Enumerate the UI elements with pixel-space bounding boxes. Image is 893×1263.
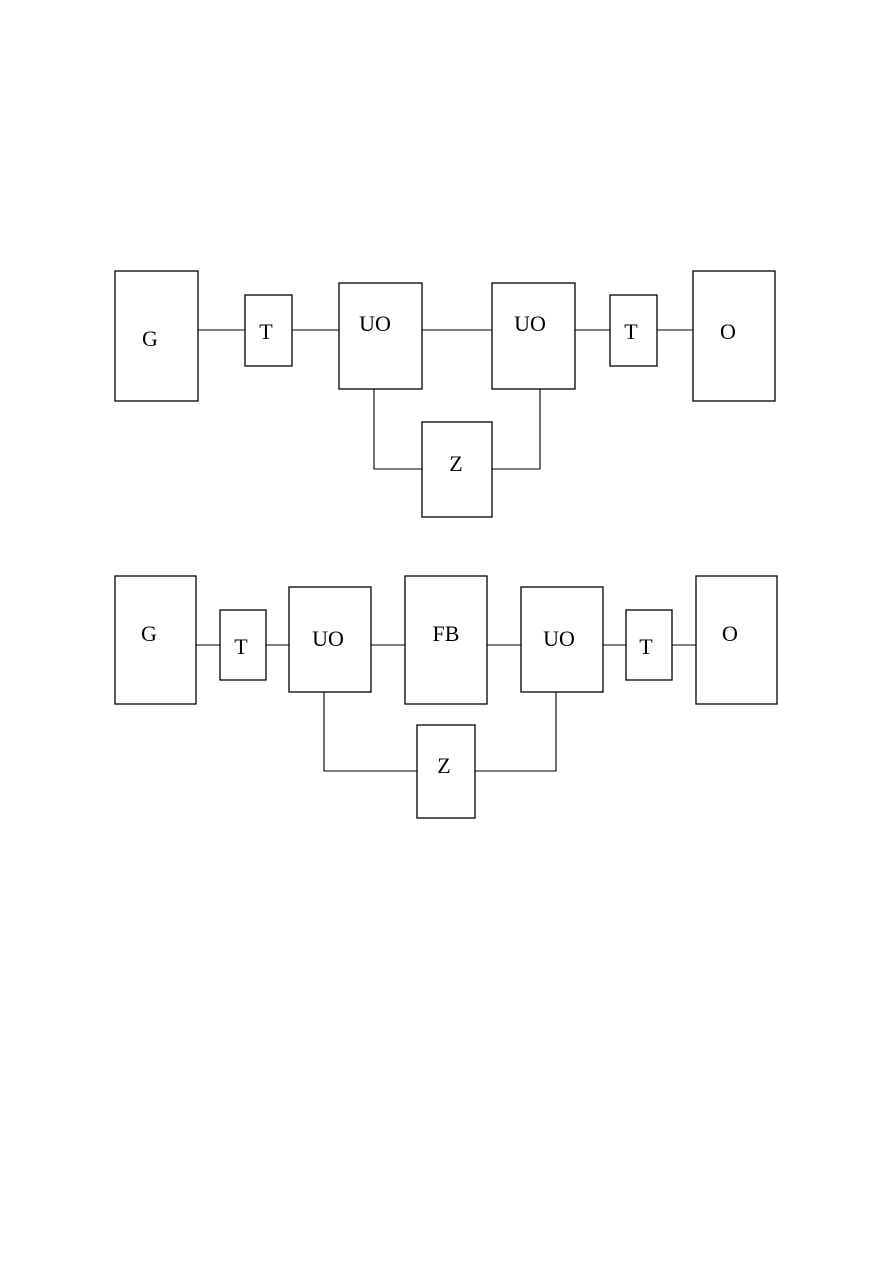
- wire-uo-z-right: [492, 386, 541, 470]
- wire-uo-z-right: [475, 689, 557, 772]
- diagram-1: G T UO UO T O Z: [114, 270, 776, 518]
- block-z: Z: [421, 421, 493, 518]
- block-t-left: T: [244, 294, 293, 367]
- block-g-label: G: [141, 621, 157, 646]
- block-t-right-label: T: [639, 634, 653, 659]
- block-o: O: [692, 270, 776, 402]
- block-fb-label: FB: [433, 621, 460, 646]
- block-o-label: O: [720, 319, 736, 344]
- block-z-label: Z: [449, 451, 462, 476]
- wire-uo-z-left: [373, 386, 422, 470]
- block-z: Z: [416, 724, 476, 819]
- wire-uo-z-left: [323, 689, 417, 772]
- block-uo-right-label: UO: [543, 626, 575, 651]
- block-z-label: Z: [437, 753, 450, 778]
- block-o: O: [695, 575, 778, 705]
- block-uo-right-label: UO: [514, 311, 546, 336]
- block-uo-left: UO: [338, 282, 423, 390]
- block-t-right-label: T: [624, 319, 638, 344]
- block-t-left-label: T: [259, 319, 273, 344]
- diagram-2: G T UO FB UO T O Z: [114, 575, 778, 819]
- block-uo-left-label: UO: [359, 311, 391, 336]
- block-g-label: G: [142, 326, 158, 351]
- block-t-right: T: [625, 609, 673, 681]
- block-g: G: [114, 575, 197, 705]
- block-uo-left-label: UO: [312, 626, 344, 651]
- block-t-right: T: [609, 294, 658, 367]
- block-uo-right: UO: [491, 282, 576, 390]
- block-t-left-label: T: [234, 634, 248, 659]
- block-uo-left: UO: [288, 586, 372, 693]
- block-uo-right: UO: [520, 586, 604, 693]
- block-g: G: [114, 270, 199, 402]
- block-o-label: O: [722, 621, 738, 646]
- block-t-left: T: [219, 609, 267, 681]
- block-fb: FB: [404, 575, 488, 705]
